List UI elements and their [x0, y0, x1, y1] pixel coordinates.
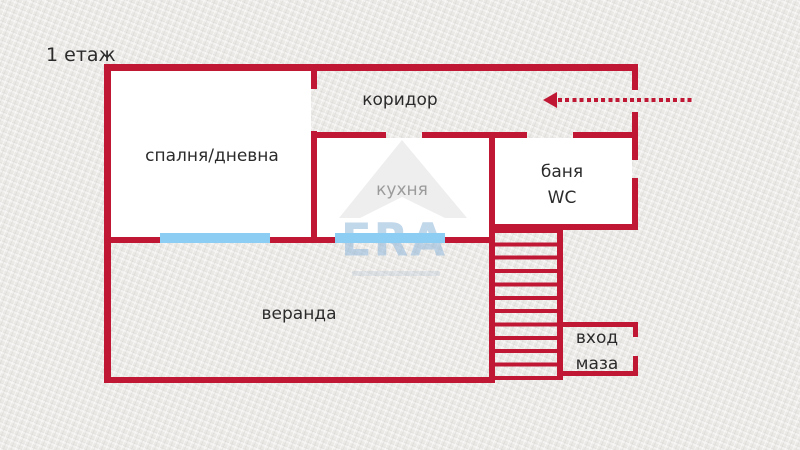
wall-bathroom-bottom [489, 224, 638, 230]
bathroom-label-line1: баня [540, 162, 584, 182]
wall-right-lower [632, 178, 638, 230]
bedroom-label: спалня/дневна [145, 146, 279, 166]
wall-bottom-seg-3 [445, 237, 495, 243]
entrance-arrow-dots [558, 98, 693, 102]
wall-basement-bottom [562, 371, 638, 376]
kitchen-label: кухня [376, 180, 428, 200]
wall-basement-right-lower [633, 356, 638, 376]
wall-bottom-seg-1 [104, 237, 160, 243]
wall-bottom-seg-2 [270, 237, 335, 243]
wall-top [104, 64, 638, 71]
watermark-tagline [352, 271, 440, 276]
veranda-label: веранда [261, 304, 337, 324]
basement-entrance-label-line2: маза [575, 354, 619, 374]
floor-title: 1 етаж [46, 44, 116, 66]
basement-entrance-label: вход маза [576, 325, 619, 377]
wall-bedroom-right-lower [311, 131, 317, 243]
wall-left [104, 64, 111, 383]
wall-basement-top [562, 322, 638, 327]
wall-right-upper [632, 64, 638, 90]
entrance-arrow-icon [543, 92, 557, 108]
stairs-right-rail [557, 224, 563, 380]
wall-basement-right-upper [633, 322, 638, 337]
bedroom-room [111, 70, 311, 237]
bathroom-label: баня WC [541, 159, 583, 211]
window-kitchen [335, 233, 445, 243]
window-bedroom [160, 233, 270, 243]
bathroom-label-line2: WC [547, 188, 577, 208]
corridor-label: коридор [362, 90, 438, 110]
bathroom-room [495, 138, 632, 224]
wall-bedroom-right-upper [311, 64, 317, 89]
wall-corridor-bottom-3 [573, 132, 638, 138]
wall-corridor-bottom-1 [311, 132, 386, 138]
wall-corridor-bottom-2 [422, 132, 527, 138]
wall-veranda-bottom [104, 377, 495, 383]
kitchen-room [317, 138, 489, 237]
basement-entrance-label-line1: вход [575, 328, 619, 348]
stairs [489, 229, 563, 380]
